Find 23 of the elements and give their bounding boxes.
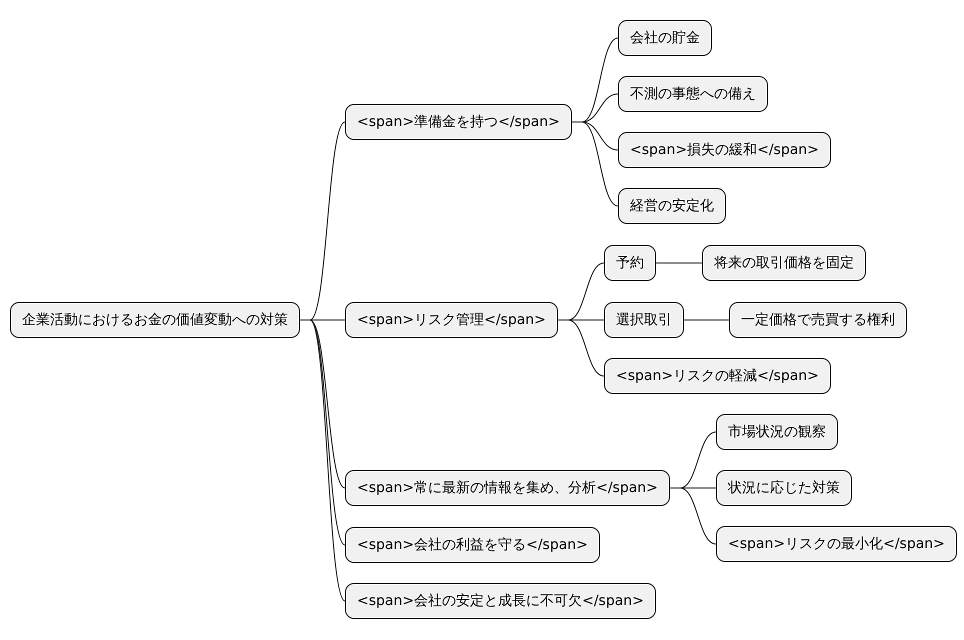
connector-line bbox=[557, 320, 604, 376]
topic-box: 将来の取引価格を固定 bbox=[702, 245, 866, 281]
connector-line bbox=[656, 262, 702, 264]
connector-line bbox=[571, 122, 618, 206]
topic-box: <span>準備金を持つ</span> bbox=[345, 104, 572, 140]
connector-line bbox=[300, 320, 346, 602]
topic-box: 会社の貯金 bbox=[618, 20, 712, 56]
connector-line bbox=[669, 488, 716, 544]
topic-box: <span>常に最新の情報を集め、分析</span> bbox=[345, 470, 670, 506]
topic-box: <span>リスクの軽減</span> bbox=[604, 358, 831, 394]
topic-box: <span>リスク管理</span> bbox=[345, 302, 558, 338]
topic-box: <span>会社の利益を守る</span> bbox=[345, 527, 600, 563]
topic-box: 不測の事態への備え bbox=[618, 76, 768, 112]
topic-box: <span>損失の緩和</span> bbox=[618, 132, 831, 168]
topic-box: 経営の安定化 bbox=[618, 188, 726, 224]
topic-box: 選択取引 bbox=[604, 302, 684, 338]
topic-box: <span>リスクの最小化</span> bbox=[716, 526, 957, 562]
topic-box: 状況に応じた対策 bbox=[716, 470, 852, 506]
topic-box: 市場状況の観察 bbox=[716, 414, 838, 450]
topic-box: 予約 bbox=[604, 245, 656, 281]
topic-box: 企業活動におけるお金の価値変動への対策 bbox=[10, 302, 300, 338]
topic-box: 一定価格で売買する権利 bbox=[729, 302, 907, 338]
topic-box: <span>会社の安定と成長に不可欠</span> bbox=[345, 583, 656, 619]
